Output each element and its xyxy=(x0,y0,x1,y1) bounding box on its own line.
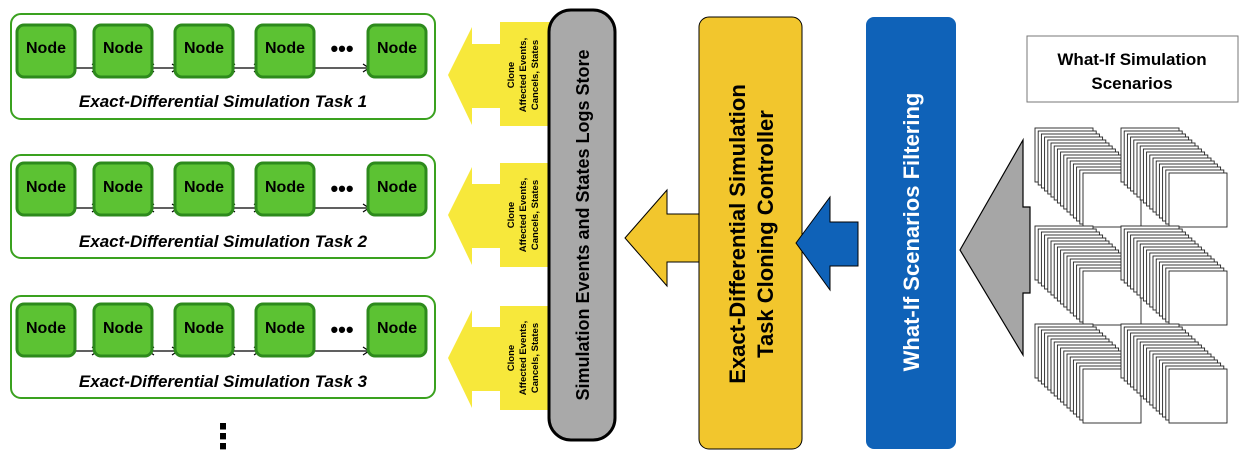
task-3-node-5 xyxy=(366,302,428,358)
task-3-node-3 xyxy=(173,302,235,358)
clone-arrow-3-line2: Affected Events, xyxy=(518,321,529,395)
task-2-node-4 xyxy=(254,161,316,217)
clone-arrow-3-line1: Clone xyxy=(506,345,517,371)
task-2-ellipsis: ••• xyxy=(330,176,353,201)
task-2-node-3 xyxy=(173,161,235,217)
task-3-node-5-label: Node xyxy=(377,320,417,337)
clone-arrow-3: Clone Affected Events, Cancels, States xyxy=(448,306,552,410)
store-bar: Simulation Events and States Logs Store xyxy=(547,8,617,442)
more-tasks-ellipsis: ⋮ xyxy=(206,417,240,453)
clone-arrow-1-line3: Cancels, States xyxy=(530,40,541,110)
task-3-node-3-label: Node xyxy=(184,320,224,337)
store-bar-box xyxy=(547,8,617,442)
task-3-node-2 xyxy=(92,302,154,358)
task-2: Node Node Node Node ••• Node Exact-Diffe… xyxy=(10,154,436,259)
scenarios-box-line1: What-If Simulation xyxy=(1057,50,1206,69)
controller-bar-line2: Task Cloning Controller xyxy=(753,110,778,358)
task-1-node-3 xyxy=(173,23,235,79)
task-3-node-4 xyxy=(254,302,316,358)
task-3: Node Node Node Node ••• Node Exact-Diffe… xyxy=(10,295,436,399)
task-2-node-4-label: Node xyxy=(265,179,305,196)
clone-arrow-2-line1: Clone xyxy=(506,202,517,228)
task-3-ellipsis-bg xyxy=(318,317,366,341)
scenario-stack xyxy=(1034,225,1142,326)
task-3-node-2-label: Node xyxy=(103,320,143,337)
task-3-ellipsis: ••• xyxy=(330,317,353,342)
task-2-node-2-label: Node xyxy=(103,179,143,196)
clone-arrow-1-line2: Affected Events, xyxy=(518,38,529,112)
task-3-node-1-label: Node xyxy=(26,320,66,337)
controller-bar-line1: Exact-Differential Simulation xyxy=(725,84,750,384)
task-1-node-5-label: Node xyxy=(377,40,417,57)
task-1-title: Exact-Differential Simulation Task 1 xyxy=(79,92,367,111)
task-2-node-3-label: Node xyxy=(184,179,224,196)
task-1-node-4 xyxy=(254,23,316,79)
task-2-node-5 xyxy=(366,161,428,217)
task-1-node-3-label: Node xyxy=(184,40,224,57)
task-2-node-1 xyxy=(15,161,77,217)
task-1-node-1 xyxy=(15,23,77,79)
scenarios-box: What-If Simulation Scenarios xyxy=(1026,35,1239,103)
task-1-ellipsis: ••• xyxy=(330,36,353,61)
task-1-node-5 xyxy=(366,23,428,79)
store-to-controller-arrow xyxy=(624,188,701,288)
clone-arrow-1: Clone Affected Events, Cancels, States xyxy=(448,22,552,126)
scenario-stack xyxy=(1120,225,1228,326)
clone-arrow-2: Clone Affected Events, Cancels, States xyxy=(448,163,552,267)
task-1: Node Node Node Node ••• Node Exact-Diffe… xyxy=(10,13,436,120)
store-bar-label: Simulation Events and States Logs Store xyxy=(573,49,593,400)
scenario-stack xyxy=(1120,127,1228,228)
clone-arrow-2-line3: Cancels, States xyxy=(530,180,541,250)
scenarios-box-line2: Scenarios xyxy=(1091,74,1172,93)
filter-bar: What-If Scenarios Filtering xyxy=(866,17,956,449)
filter-to-controller-arrow xyxy=(795,195,859,292)
task-2-node-1-label: Node xyxy=(26,179,66,196)
task-1-node-4-label: Node xyxy=(265,40,305,57)
controller-bar: Exact-Differential Simulation Task Cloni… xyxy=(698,16,803,450)
clone-arrow-2-line2: Affected Events, xyxy=(518,178,529,252)
clone-arrow-1-line1: Clone xyxy=(506,62,517,88)
scenario-card xyxy=(1168,172,1228,228)
filter-bar-label: What-If Scenarios Filtering xyxy=(899,93,924,372)
scenario-stack xyxy=(1120,323,1228,424)
scenarios-to-filter-arrow xyxy=(959,137,1031,358)
task-2-ellipsis-bg xyxy=(318,176,366,200)
scenario-stack xyxy=(1034,127,1142,228)
task-1-node-1-label: Node xyxy=(26,40,66,57)
task-2-title: Exact-Differential Simulation Task 2 xyxy=(79,232,368,251)
scenario-card xyxy=(1168,368,1228,424)
scenarios-box-frame xyxy=(1026,35,1239,103)
task-1-ellipsis-bg xyxy=(318,36,366,60)
scenario-stacks xyxy=(1034,127,1228,424)
task-1-node-2 xyxy=(92,23,154,79)
task-2-node-2 xyxy=(92,161,154,217)
scenario-stack xyxy=(1034,323,1142,424)
controller-bar-box xyxy=(698,16,803,450)
task-1-node-2-label: Node xyxy=(103,40,143,57)
filter-bar-box xyxy=(866,17,956,449)
task-3-node-4-label: Node xyxy=(265,320,305,337)
task-2-node-5-label: Node xyxy=(377,179,417,196)
task-3-node-1 xyxy=(15,302,77,358)
clone-arrow-3-line3: Cancels, States xyxy=(530,323,541,393)
task-3-title: Exact-Differential Simulation Task 3 xyxy=(79,372,368,391)
scenario-card xyxy=(1168,270,1228,326)
